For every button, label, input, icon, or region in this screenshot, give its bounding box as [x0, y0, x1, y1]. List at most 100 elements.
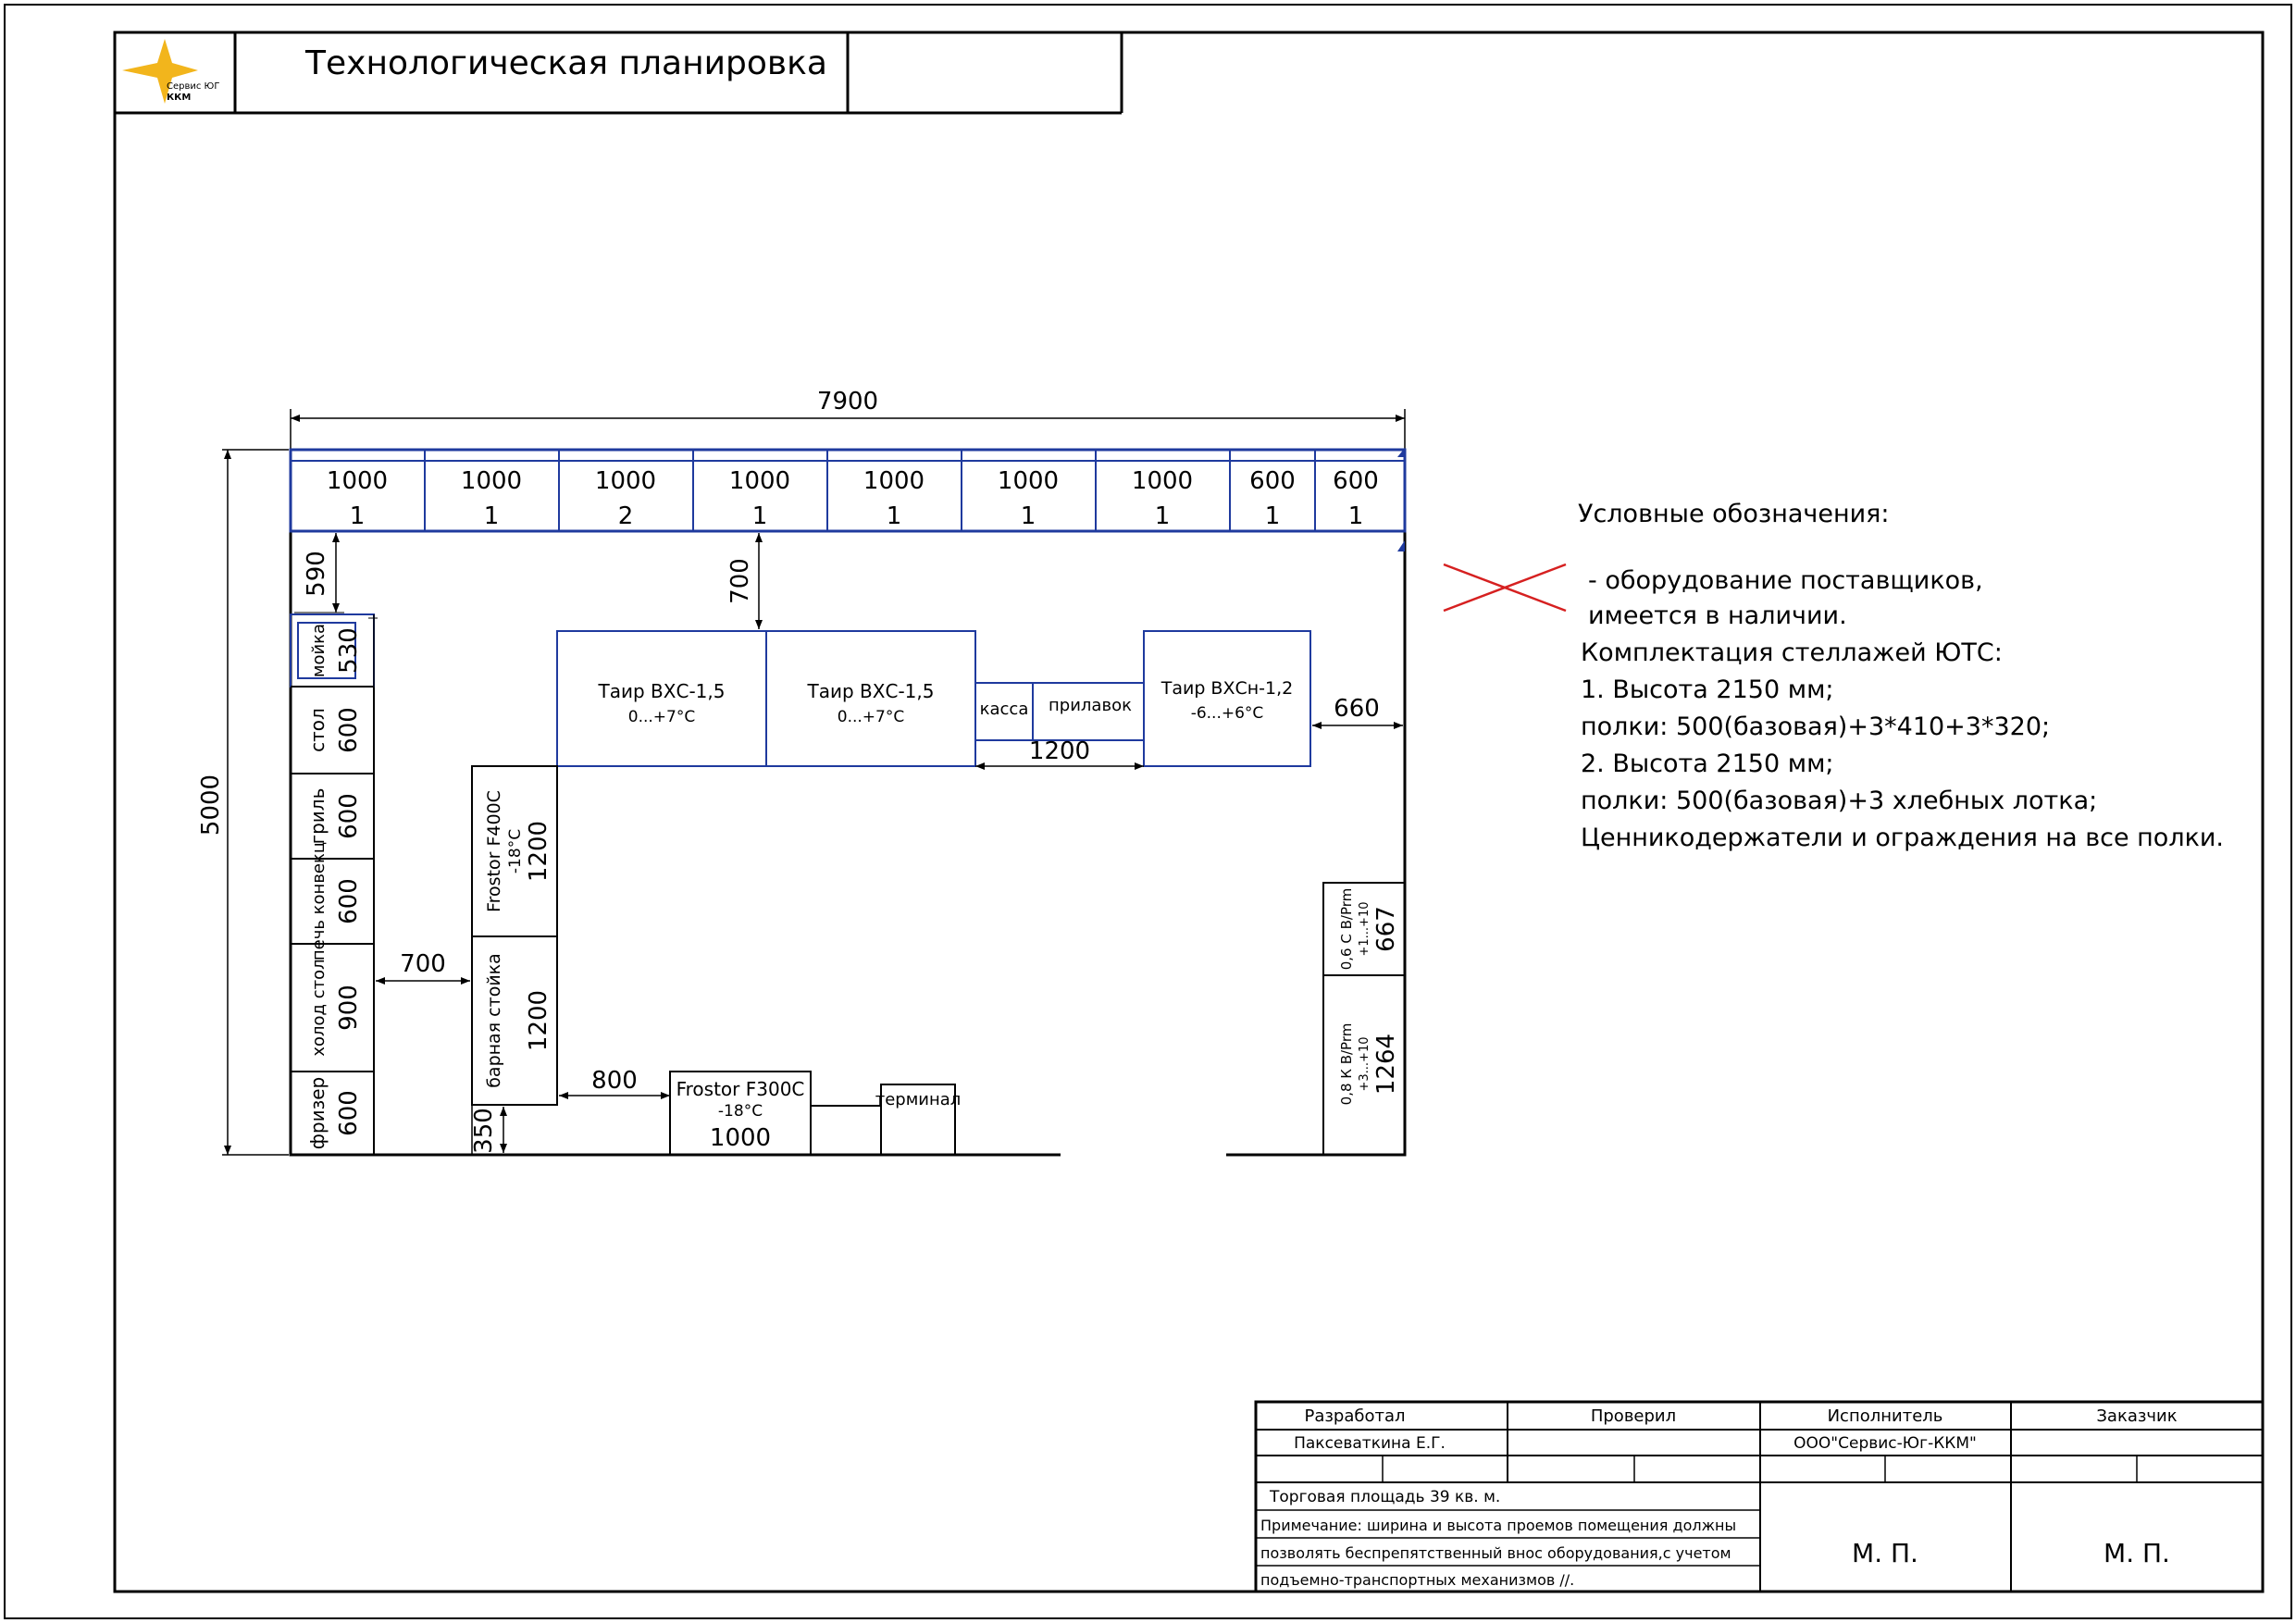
stamp-note-line3: подъемно-транспортных механизмов //. — [1260, 1571, 1574, 1589]
shelf-type: 1 — [484, 502, 500, 530]
shelf-type: 1 — [1155, 502, 1171, 530]
frostor-f400-dim: 1200 — [525, 821, 552, 882]
terminal-label: терминал — [875, 1090, 962, 1109]
equip-table: стол — [306, 708, 329, 752]
shelf-width: 1000 — [461, 467, 522, 495]
company-logo: Сервис ЮГ ККМ — [122, 39, 219, 104]
dim-freezer: 600 — [335, 1090, 363, 1136]
stamp-executor: Исполнитель — [1828, 1406, 1943, 1426]
dim-800: 800 — [591, 1067, 638, 1095]
right-unit-1-dim: 667 — [1372, 906, 1400, 952]
title-block: Сервис ЮГ ККМ Технологическая планировка — [115, 32, 1123, 115]
dim-660: 660 — [1334, 695, 1380, 723]
stamp-checked-by: Проверил — [1591, 1406, 1676, 1426]
right-wall-units — [1322, 882, 1406, 1156]
counter-3-temp: -6...+6°C — [1191, 704, 1264, 723]
shelf-width: 1000 — [729, 467, 790, 495]
dim-700-vertical: 700 — [726, 558, 754, 604]
dim-grill: 600 — [335, 793, 363, 839]
shelf-width: 1000 — [327, 467, 388, 495]
legend-line4: 1. Высота 2150 мм; — [1581, 675, 1834, 704]
equip-freezer: фризер — [306, 1077, 329, 1149]
walls — [289, 453, 1407, 1157]
frostor-f300-temp: -18°C — [718, 1102, 763, 1121]
legend-line5: полки: 500(базовая)+3*410+3*320; — [1581, 712, 2050, 741]
left-inner-column — [471, 765, 558, 1106]
display-counter: прилавок — [1049, 696, 1132, 715]
stamp-area: Торговая площадь 39 кв. м. — [1269, 1488, 1500, 1506]
equip-grill: гриль — [306, 788, 329, 845]
right-unit-2-temp: +3...+10 — [1358, 1037, 1371, 1092]
right-unit-2-dim: 1264 — [1372, 1034, 1400, 1095]
stamp-note-line2: позволять беспрепятственный внос оборудо… — [1260, 1544, 1731, 1562]
dim-overall-width: 7900 — [817, 388, 878, 415]
legend-line6: 2. Высота 2150 мм; — [1581, 750, 1834, 778]
shelf-type: 1 — [752, 502, 768, 530]
logo-line1: Сервис ЮГ — [167, 81, 219, 92]
stamp-developed-by: Разработал — [1304, 1406, 1405, 1426]
dim-590: 590 — [303, 551, 330, 597]
dimension-700-horizontal: 700 — [376, 950, 470, 985]
dimension-800: 800 — [559, 1067, 670, 1099]
legend-line3: Комплектация стеллажей ЮТС: — [1581, 638, 2003, 667]
red-cross-icon — [1443, 563, 1567, 613]
dim-700-horizontal: 700 — [400, 950, 446, 978]
shelf-type: 1 — [1265, 502, 1281, 530]
bottom-equipment — [669, 1071, 956, 1156]
stamp-customer: Заказчик — [2096, 1406, 2177, 1426]
counter-2-name: Таир ВХС-1,5 — [807, 680, 935, 702]
dim-table: 600 — [335, 707, 363, 753]
inner-frame — [113, 31, 2265, 1593]
right-unit-1-temp: +1...+10 — [1358, 902, 1371, 957]
outer-frame — [4, 4, 2292, 1619]
shelf-type: 2 — [618, 502, 634, 530]
dim-cold-table: 900 — [335, 985, 363, 1031]
stamp-seal-customer: М. П. — [2104, 1538, 2170, 1568]
frostor-f300-dim: 1000 — [710, 1124, 771, 1152]
right-unit-2-name: 0,8 К В/Prm — [1338, 1023, 1355, 1106]
left-equipment-column — [290, 613, 378, 1156]
shelf-width: 1000 — [863, 467, 925, 495]
dimension-7900: 7900 — [290, 388, 1406, 450]
shelf-width: 1000 — [998, 467, 1059, 495]
stamp-developer-name: Паксеваткина Е.Г. — [1294, 1434, 1446, 1453]
dim-1200: 1200 — [1029, 737, 1090, 765]
legend-title: Условные обозначения: — [1578, 500, 1890, 528]
dim-sink: 530 — [335, 627, 363, 674]
shelf-width: 600 — [1249, 467, 1296, 495]
dim-350: 350 — [470, 1108, 498, 1154]
dim-oven: 600 — [335, 878, 363, 924]
bar-counter-name: барная стойка — [484, 953, 504, 1088]
shelf-width: 600 — [1333, 467, 1379, 495]
dimension-590: 590 — [294, 533, 344, 613]
drawing-title: Технологическая планировка — [304, 44, 827, 82]
logo-line2: ККМ — [167, 93, 191, 103]
frostor-f400-name: Frostor F400C — [484, 790, 504, 912]
shelf-type: 1 — [350, 502, 366, 530]
dim-overall-height: 5000 — [197, 774, 225, 836]
shelf-width: 1000 — [595, 467, 656, 495]
dimension-1200-horizontal: 1200 — [975, 737, 1144, 770]
stamp-seal-executor: М. П. — [1852, 1538, 1918, 1568]
frostor-f400-temp: -18°C — [506, 829, 525, 873]
bar-counter-dim: 1200 — [525, 990, 552, 1051]
stamp-block — [1254, 1400, 2265, 1593]
stamp-note-line1: Примечание: ширина и высота проемов поме… — [1260, 1517, 1736, 1534]
legend-line7: полки: 500(базовая)+3 хлебных лотка; — [1581, 787, 2097, 815]
legend-line8: Ценникодержатели и ограждения на все пол… — [1581, 824, 2224, 852]
legend-line2: имеется в наличии. — [1588, 601, 1847, 630]
dimension-350: 350 — [470, 1105, 507, 1155]
equip-cold-table: холод стол — [309, 959, 329, 1056]
counter-1-name: Таир ВХС-1,5 — [598, 680, 726, 702]
counter-1-temp: 0...+7°C — [628, 708, 695, 726]
equip-sink: мойка — [309, 624, 329, 677]
counter-2-temp: 0...+7°C — [838, 708, 904, 726]
dimension-5000: 5000 — [197, 449, 289, 1156]
dimension-660: 660 — [1312, 695, 1403, 729]
shelf-type: 1 — [887, 502, 902, 530]
stamp-executor-name: ООО"Сервис-Юг-ККМ" — [1793, 1434, 1977, 1453]
frostor-f300-name: Frostor F300C — [676, 1078, 805, 1100]
shelf-type: 1 — [1348, 502, 1364, 530]
dimension-700-vertical: 700 — [726, 533, 763, 629]
